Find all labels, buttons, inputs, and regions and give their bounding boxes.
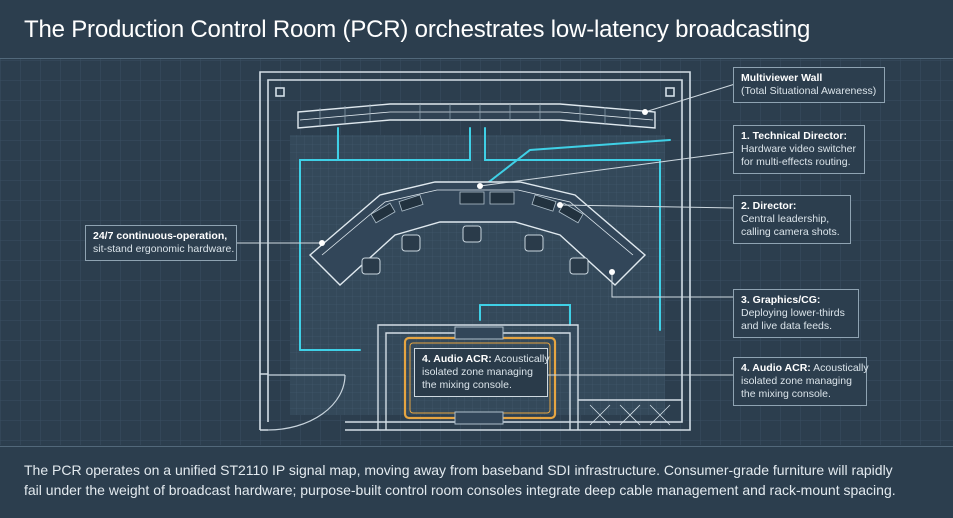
callout-line: isolated zone managing <box>422 366 533 378</box>
callout-line: the mixing console. <box>422 379 512 391</box>
callout-technical-director: 1. Technical Director: Hardware video sw… <box>733 125 865 174</box>
callout-line: Acoustically <box>494 353 550 365</box>
callout-title: 4. Audio ACR: <box>741 362 811 374</box>
footer-line: fail under the weight of broadcast hardw… <box>24 482 896 498</box>
callout-title: 1. Technical Director: <box>741 130 848 142</box>
callout-continuous-operation: 24/7 continuous-operation, sit-stand erg… <box>85 225 237 261</box>
callout-title: 3. Graphics/CG: <box>741 294 821 306</box>
callout-title: Multiviewer Wall <box>741 72 823 84</box>
multiviewer-panels <box>319 104 631 126</box>
callout-line: isolated zone managing <box>741 375 852 387</box>
operator-chairs <box>361 225 589 275</box>
callout-leaders <box>237 83 736 376</box>
footer-description: The PCR operates on a unified ST2110 IP … <box>24 460 934 500</box>
console-monitors <box>370 191 584 224</box>
signal-paths <box>299 127 671 351</box>
door <box>267 374 346 431</box>
callout-audio-acr: 4. Audio ACR: Acoustically isolated zone… <box>733 357 869 406</box>
callout-graphics-cg: 3. Graphics/CG: Deploying lower-thirds a… <box>733 289 859 338</box>
callout-line: Hardware video switcher <box>741 143 856 155</box>
footer-line: The PCR operates on a unified ST2110 IP … <box>24 462 893 478</box>
callout-audio-acr-inner: 4. Audio ACR: Acoustically isolated zone… <box>414 348 550 397</box>
callout-line: Deploying lower-thirds <box>741 307 845 319</box>
title-divider <box>0 58 953 59</box>
callout-multiviewer-wall: Multiviewer Wall (Total Situational Awar… <box>733 67 885 103</box>
callout-line: the mixing console. <box>741 388 831 400</box>
callout-director: 2. Director: Central leadership, calling… <box>733 195 851 244</box>
callout-title: 4. Audio ACR: <box>422 353 492 365</box>
callout-title: 2. Director: <box>741 200 797 212</box>
callout-line: sit-stand ergonomic hardware. <box>93 243 235 255</box>
callout-line: (Total Situational Awareness) <box>741 85 877 97</box>
callout-line: Acoustically <box>813 362 869 374</box>
callout-line: and live data feeds. <box>741 320 833 332</box>
page-title: The Production Control Room (PCR) orches… <box>24 16 811 43</box>
callout-title: 24/7 continuous-operation, <box>93 230 228 242</box>
mixing-console <box>454 326 504 425</box>
callout-line: calling camera shots. <box>741 226 840 238</box>
callout-line: Central leadership, <box>741 213 830 225</box>
footer-divider <box>0 446 953 447</box>
callout-line: for multi-effects routing. <box>741 156 851 168</box>
